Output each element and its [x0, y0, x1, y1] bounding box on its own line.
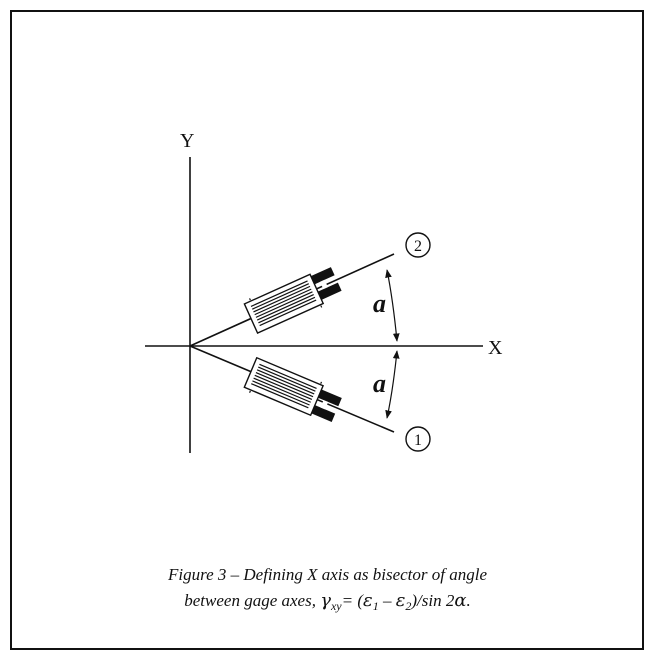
caption-period: .: [466, 591, 471, 610]
angle-arc-upper: [385, 269, 400, 342]
epsilon-1-subscript: 1: [372, 599, 379, 613]
caption-line-2-prefix: between gage axes,: [184, 591, 321, 610]
caption-eq-tail: )/sin 2: [411, 591, 455, 610]
x-axis-label: X: [488, 337, 503, 359]
strain-gage-2: [243, 267, 342, 335]
caption-eq-open: = (: [341, 591, 364, 610]
y-axis-label: Y: [180, 130, 194, 152]
gage-2-marker: [405, 232, 431, 258]
gamma-symbol: γ: [320, 590, 331, 611]
alpha-label-upper: a: [373, 289, 386, 318]
gage-1-number: 1: [414, 432, 422, 449]
epsilon-1-symbol: ε: [363, 590, 373, 611]
strain-gage-1: [243, 356, 342, 422]
alpha-label-lower: a: [373, 369, 386, 398]
caption-minus: –: [378, 591, 396, 610]
gage-2-number: 2: [414, 238, 422, 255]
epsilon-2-symbol: ε: [395, 590, 406, 611]
angle-arc-lower: [385, 350, 400, 419]
gage-1-marker: [405, 426, 431, 452]
caption-line-2: between gage axes, γxy= (ε1 – ε2)/sin 2α…: [0, 590, 655, 613]
strain-gage-diagram: Y X a a 2: [145, 130, 503, 453]
gamma-subscript: xy: [330, 599, 342, 613]
caption-line-1: Figure 3 – Defining X axis as bisector o…: [167, 565, 488, 584]
alpha-symbol: α: [454, 590, 467, 611]
figure-frame: [10, 10, 644, 650]
epsilon-2-subscript: 2: [405, 599, 412, 613]
